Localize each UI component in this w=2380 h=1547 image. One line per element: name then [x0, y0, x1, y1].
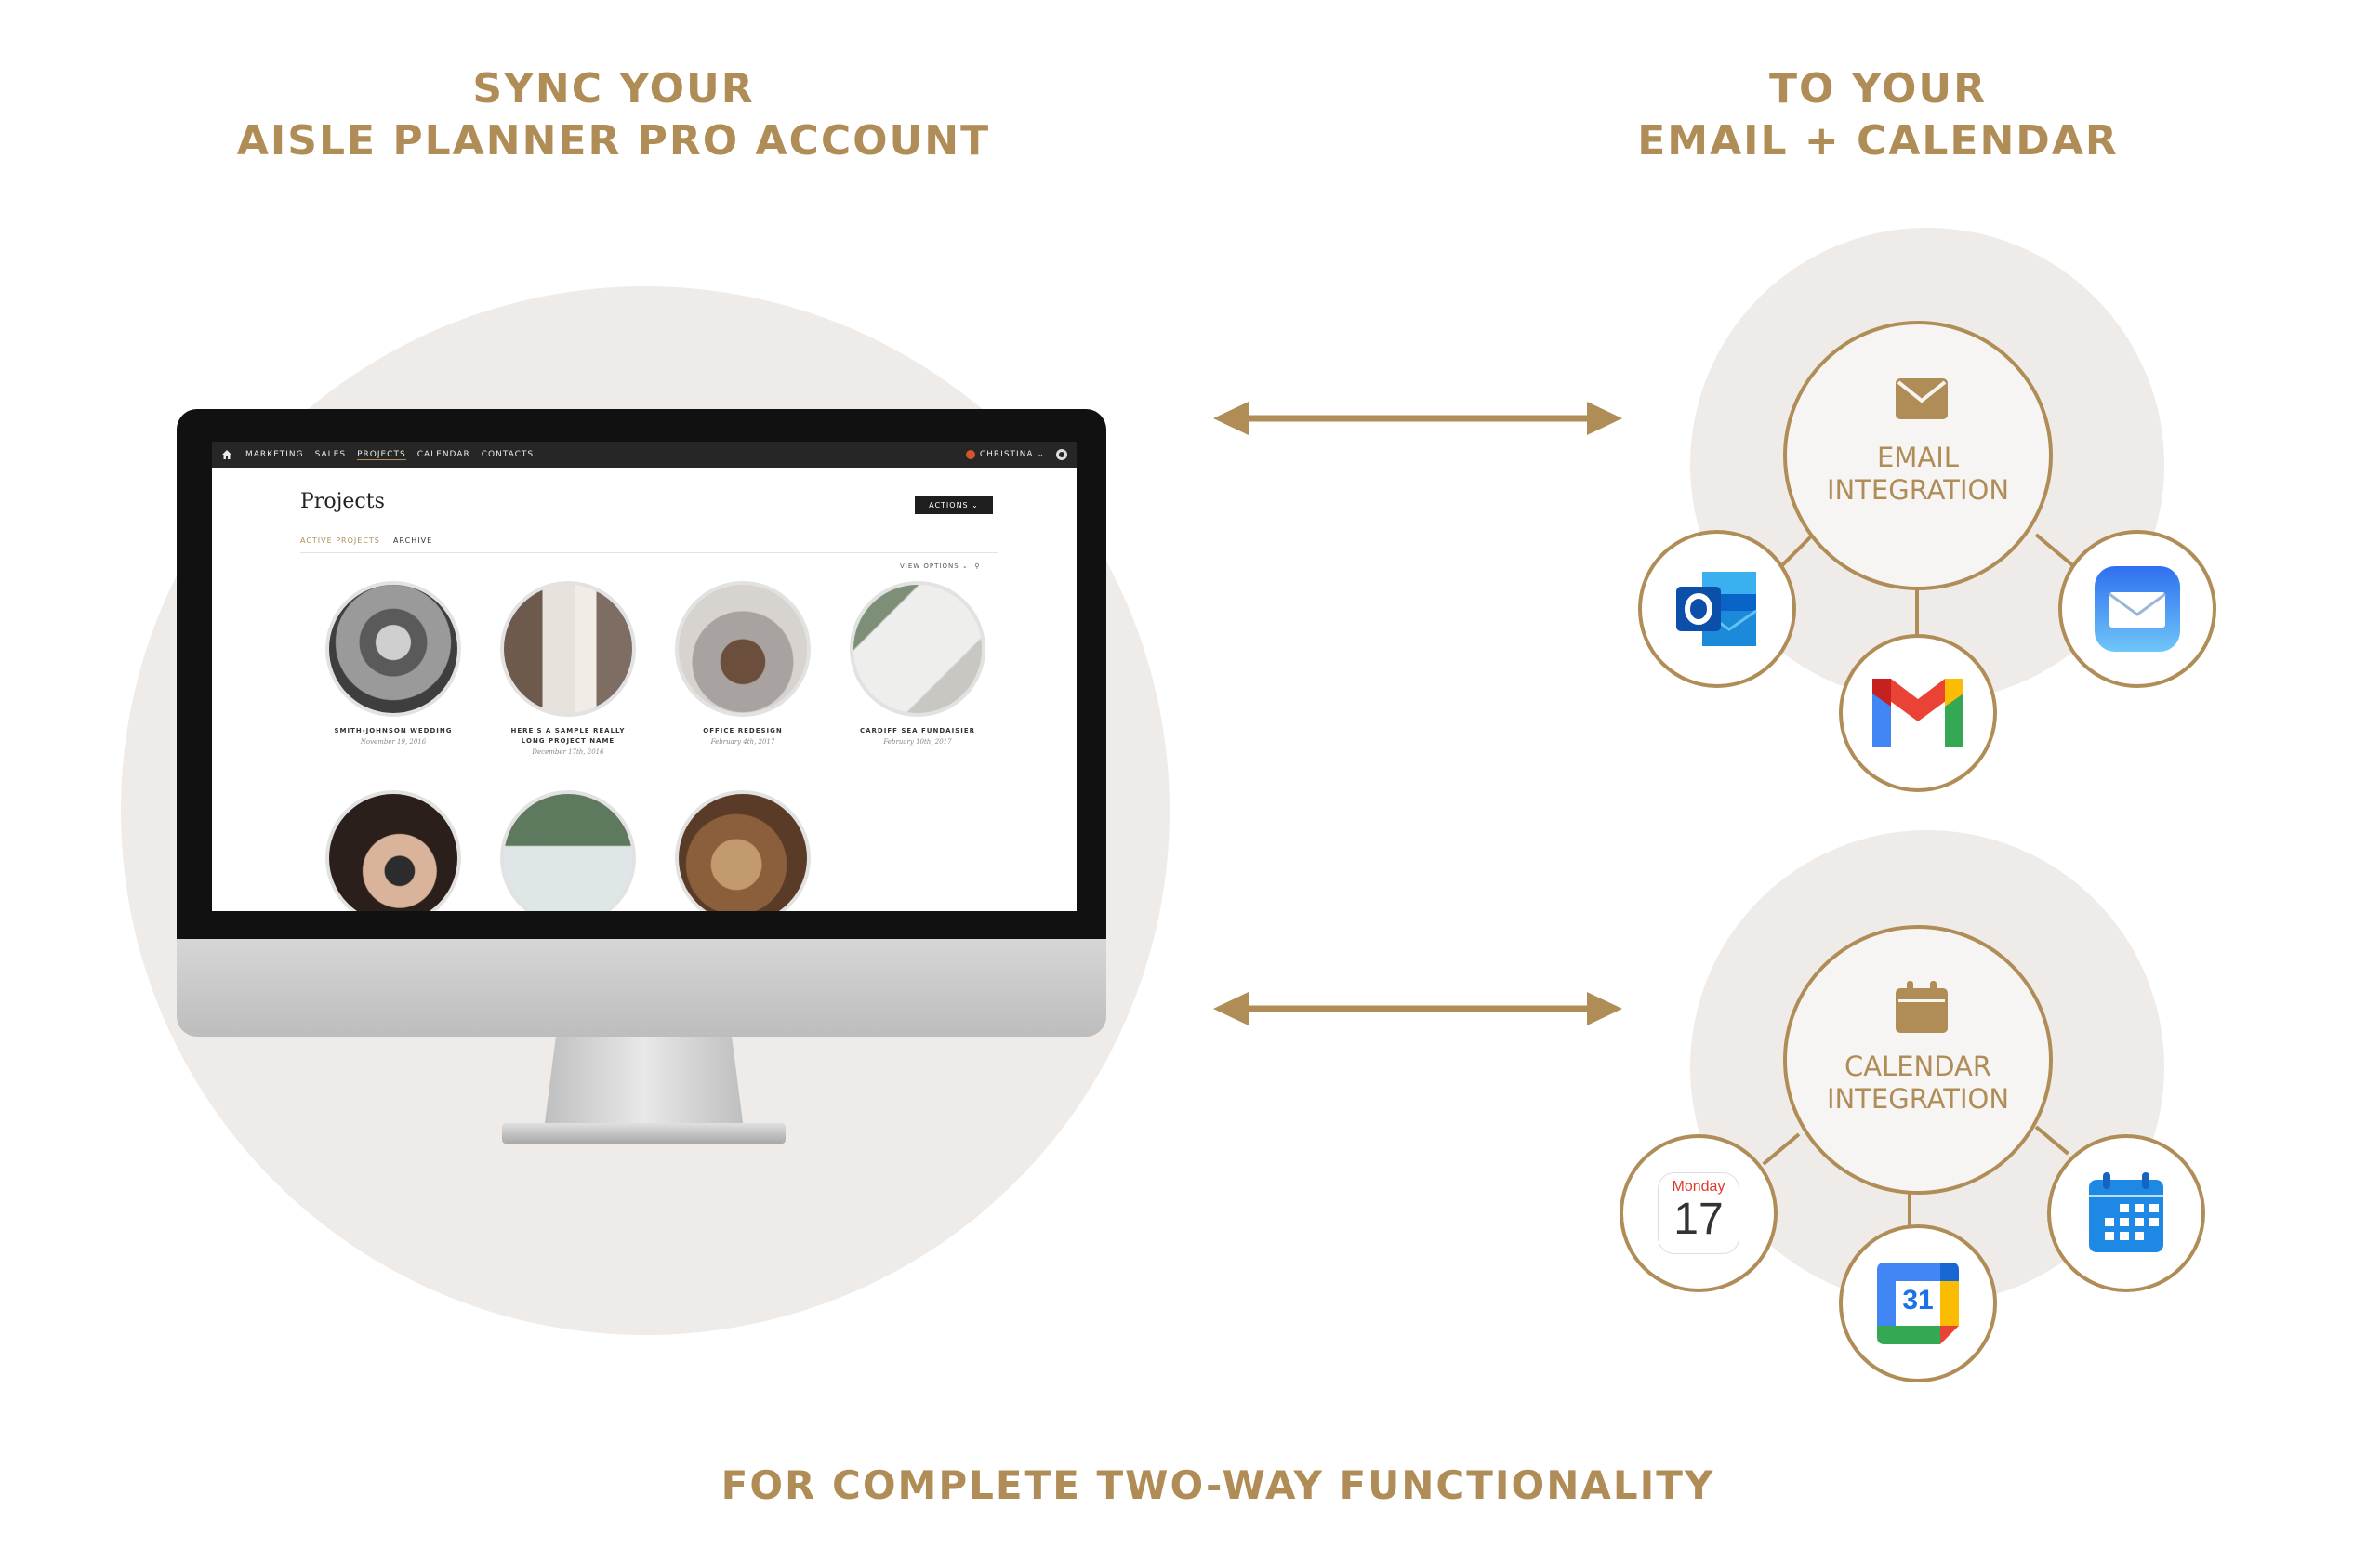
project-name: HERE'S A SAMPLE REALLY LONG PROJECT NAME	[489, 726, 647, 747]
project-date: February 10th, 2017	[883, 738, 952, 746]
project-name-line2: LONG PROJECT NAME	[521, 737, 615, 745]
right-heading: TO YOUR EMAIL + CALENDAR	[1553, 63, 2203, 167]
home-icon[interactable]	[221, 449, 232, 460]
calendar-hub-line2: INTEGRATION	[1826, 1083, 2010, 1115]
google-calendar-date: 31	[1902, 1285, 1934, 1316]
apple-calendar-day: Monday	[1672, 1179, 1726, 1195]
project-date: February 4th, 2017	[710, 738, 775, 746]
google-calendar-icon: 31	[1877, 1263, 1959, 1344]
windows-calendar-app[interactable]	[2047, 1134, 2205, 1292]
view-options-label: VIEW OPTIONS	[900, 562, 959, 570]
project-tabs: ACTIVE PROJECTS ARCHIVE	[300, 536, 998, 553]
nav-item-projects[interactable]: PROJECTS	[357, 449, 406, 460]
nav-item-calendar[interactable]: CALENDAR	[416, 450, 470, 459]
actions-button-label: ACTIONS	[929, 500, 969, 509]
user-name: CHRISTINA	[979, 450, 1034, 459]
email-integration-hub: EMAIL INTEGRATION	[1783, 321, 2053, 590]
google-calendar-frame	[1877, 1263, 1959, 1344]
outlook-app[interactable]	[1638, 530, 1796, 688]
app-navbar: MARKETING SALES PROJECTS CALENDAR CONTAC…	[212, 442, 1077, 468]
project-card[interactable]	[664, 790, 822, 911]
calendar-hub-line1: CALENDAR	[1844, 1051, 1992, 1082]
view-options-dropdown[interactable]: VIEW OPTIONS ⌄ ⚲	[900, 562, 980, 570]
calendar-grid-icon	[2089, 1172, 2163, 1252]
mail-icon	[2095, 566, 2180, 652]
envelope-icon	[1896, 378, 1948, 419]
project-photo	[850, 581, 985, 717]
project-photo	[675, 581, 811, 717]
apple-calendar-app[interactable]: Monday 17	[1620, 1134, 1778, 1292]
outlook-icon	[1676, 572, 1757, 646]
right-heading-line2: EMAIL + CALENDAR	[1637, 117, 2119, 165]
app-screen: MARKETING SALES PROJECTS CALENDAR CONTAC…	[212, 442, 1077, 911]
gmail-app[interactable]	[1839, 634, 1997, 792]
nav-item-contacts[interactable]: CONTACTS	[481, 450, 535, 459]
project-photo	[675, 790, 811, 911]
tab-active-projects[interactable]: ACTIVE PROJECTS	[300, 536, 380, 549]
project-card[interactable]: SMITH-JOHNSON WEDDING November 19, 2016	[314, 581, 472, 746]
project-photo	[325, 790, 461, 911]
google-calendar-app[interactable]: 31	[1839, 1224, 1997, 1382]
chevron-down-icon: ⌄	[1033, 450, 1045, 459]
project-card[interactable]: CARDIFF SEA FUNDAISIER February 10th, 20…	[839, 581, 997, 746]
avatar	[965, 450, 975, 459]
sync-arrow-calendar	[1213, 992, 1622, 1025]
chevron-down-icon: ⌄	[959, 562, 975, 570]
email-hub-line2: INTEGRATION	[1826, 474, 2010, 506]
page-title: Projects	[300, 490, 385, 513]
gmail-icon	[1872, 679, 1964, 747]
actions-button[interactable]: ACTIONS ⌄	[915, 496, 993, 514]
sync-arrow-email	[1213, 402, 1622, 435]
imac-stand	[544, 1037, 744, 1130]
project-date: November 19, 2016	[360, 738, 427, 746]
project-name: CARDIFF SEA FUNDAISIER	[859, 727, 975, 734]
project-photo	[500, 790, 636, 911]
project-name: SMITH-JOHNSON WEDDING	[334, 727, 453, 734]
project-photo	[500, 581, 636, 717]
connector-line	[1915, 588, 1919, 636]
project-date: December 17th, 2016	[532, 748, 604, 756]
left-heading-line2: AISLE PLANNER PRO ACCOUNT	[236, 117, 991, 165]
nav-item-sales[interactable]: SALES	[314, 450, 347, 459]
project-name-line1: HERE'S A SAMPLE REALLY	[510, 727, 626, 734]
email-hub-line1: EMAIL	[1877, 442, 1959, 473]
project-card[interactable]	[314, 790, 472, 911]
calendar-integration-hub: CALENDAR INTEGRATION	[1783, 925, 2053, 1195]
left-heading: SYNC YOUR AISLE PLANNER PRO ACCOUNT	[232, 63, 995, 167]
nav-item-marketing[interactable]: MARKETING	[245, 450, 304, 459]
project-card[interactable]	[489, 790, 647, 911]
apple-calendar-date: 17	[1673, 1195, 1724, 1244]
chevron-down-icon: ⌄	[968, 500, 979, 509]
bottom-heading: FOR COMPLETE TWO-WAY FUNCTIONALITY	[721, 1462, 1715, 1508]
project-name: OFFICE REDESIGN	[703, 727, 783, 734]
gear-icon[interactable]	[1056, 449, 1067, 460]
imac-foot	[502, 1123, 786, 1144]
project-card[interactable]: OFFICE REDESIGN February 4th, 2017	[664, 581, 822, 746]
imac-chin	[177, 939, 1106, 1037]
left-heading-line1: SYNC YOUR	[472, 65, 755, 112]
apple-calendar-icon: Monday 17	[1658, 1172, 1739, 1254]
calendar-icon	[1896, 981, 1948, 1033]
project-photo	[325, 581, 461, 717]
user-menu[interactable]: CHRISTINA ⌄	[965, 450, 1045, 459]
search-icon[interactable]: ⚲	[974, 562, 981, 570]
apple-mail-app[interactable]	[2058, 530, 2216, 688]
tab-archive[interactable]: ARCHIVE	[393, 536, 433, 545]
right-heading-line1: TO YOUR	[1768, 65, 1988, 112]
